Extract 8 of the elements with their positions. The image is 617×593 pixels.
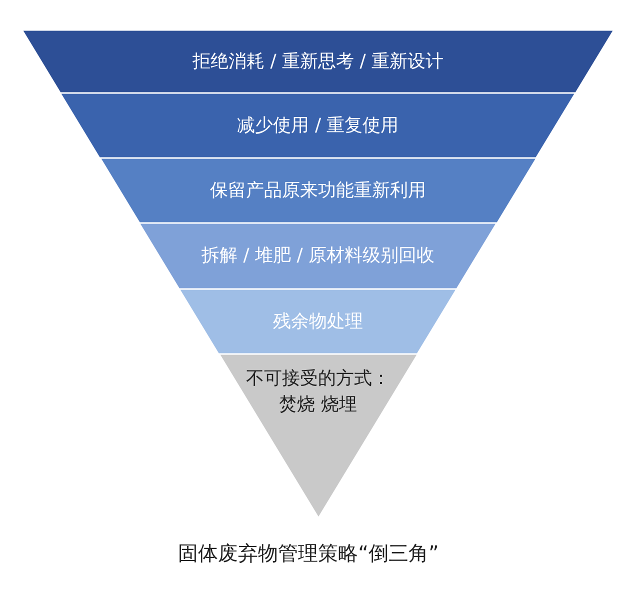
caption: 固体废弃物管理策略“倒三角” [178, 541, 439, 565]
band-label: 保留产品原来功能重新利用 [210, 178, 426, 202]
band-label: 焚烧 烧埋 [279, 393, 357, 417]
band-label: 不可接受的方式： [246, 367, 390, 391]
band-label: 拒绝消耗 / 重新思考 / 重新设计 [192, 50, 444, 74]
band-label: 减少使用 / 重复使用 [237, 114, 399, 138]
band-label: 残余物处理 [272, 310, 363, 334]
band-label: 拆解 / 堆肥 / 原材料级别回收 [201, 244, 434, 268]
